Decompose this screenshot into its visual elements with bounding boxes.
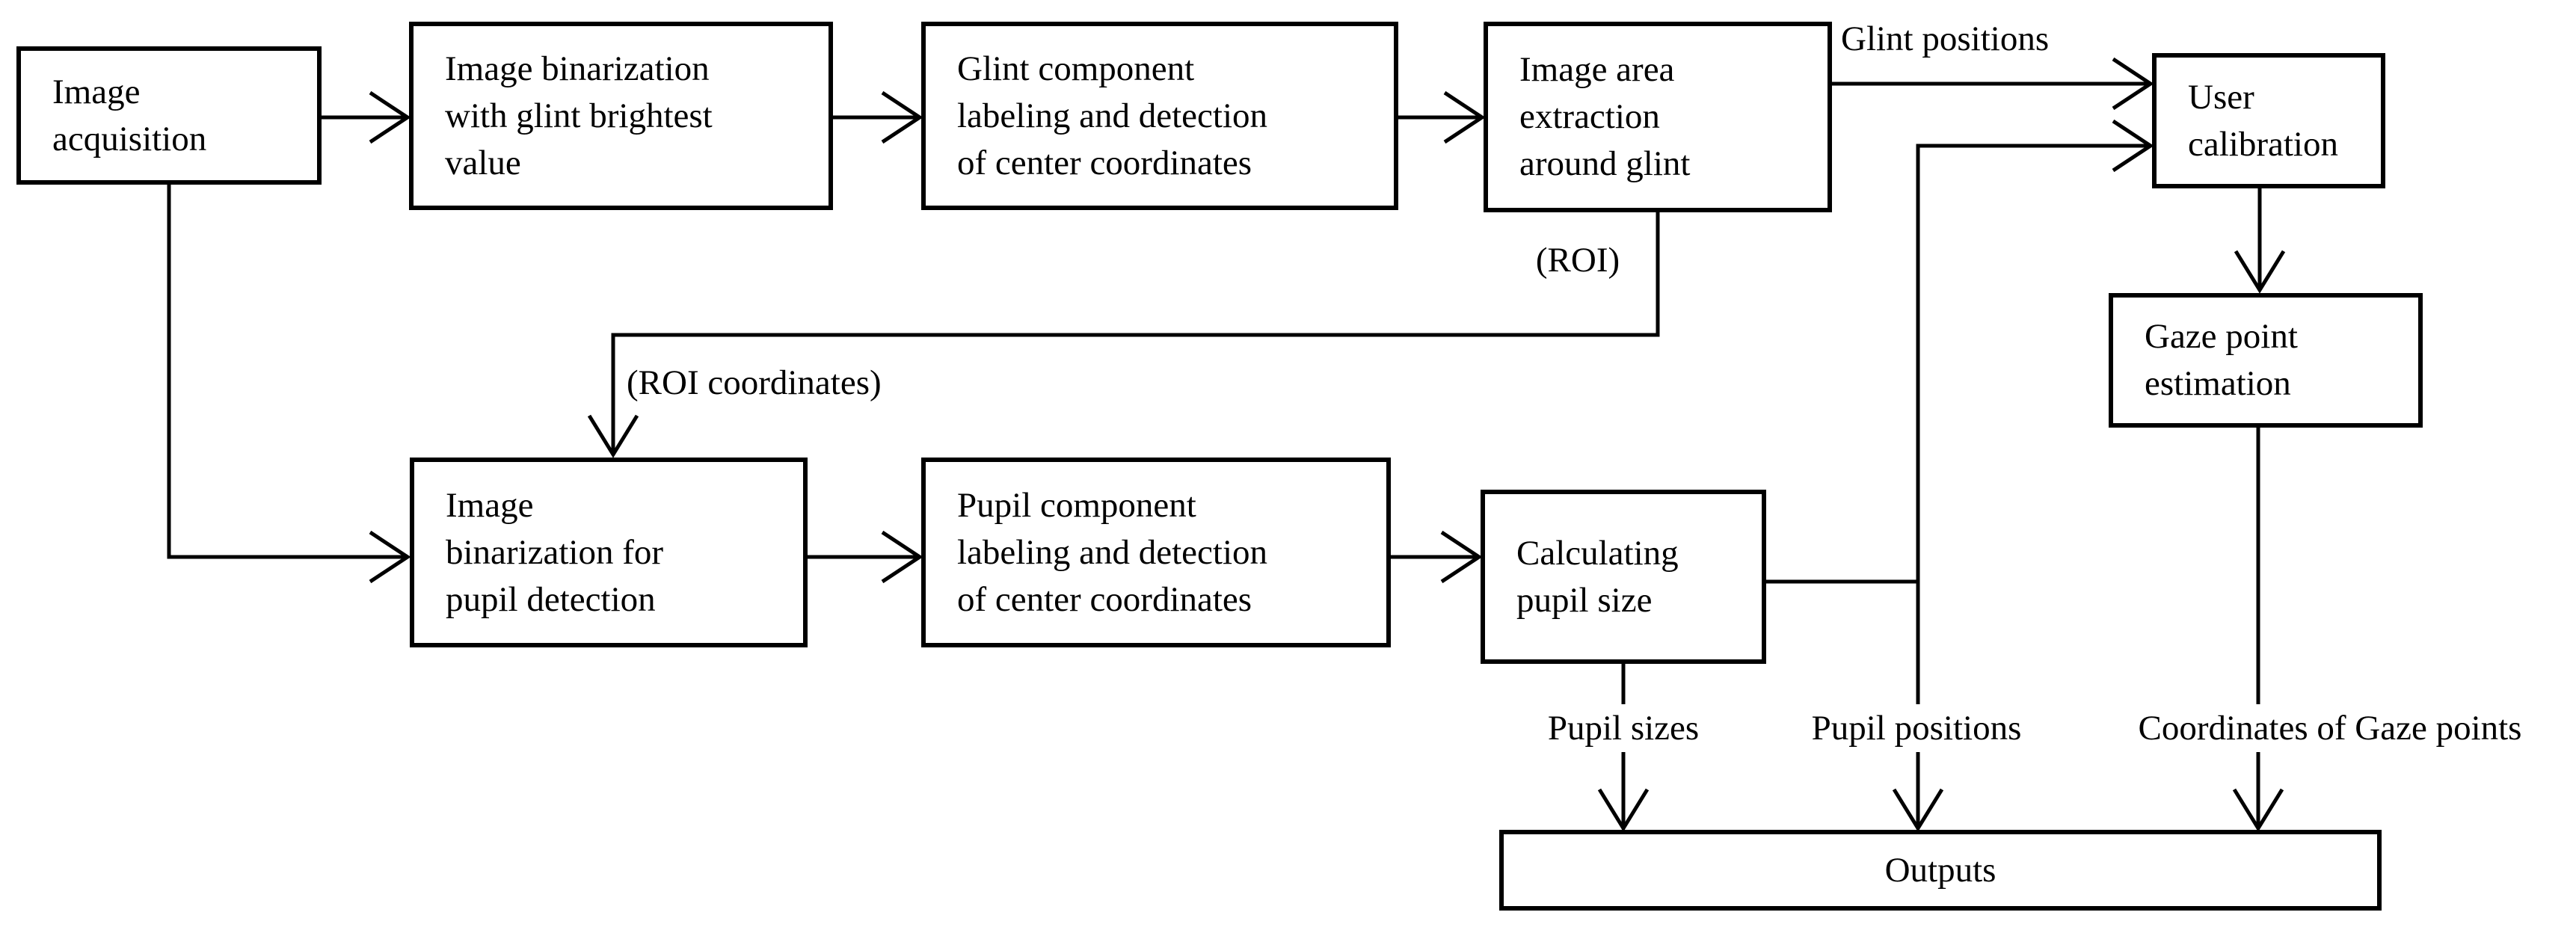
- node-image-acquisition: Image acquisition: [16, 46, 322, 185]
- arrowhead-pupil-positions-to-outputs: [1892, 788, 1944, 832]
- connector-acquisition-to-pupil-binarization: [167, 183, 406, 559]
- edge-label-roi-coordinates: (ROI coordinates): [627, 359, 882, 407]
- arrowhead-gaze-to-outputs: [2232, 788, 2284, 832]
- node-pupil-component-labeling-label: Pupil component labeling and detection o…: [957, 485, 1268, 619]
- node-outputs: Outputs: [1499, 830, 2382, 911]
- node-glint-component-labeling-label: Glint component labeling and detection o…: [957, 49, 1268, 182]
- node-user-calibration-label: User calibration: [2188, 77, 2338, 164]
- node-calculating-pupil-size: Calculating pupil size: [1481, 490, 1766, 664]
- node-glint-component-labeling: Glint component labeling and detection o…: [921, 22, 1398, 210]
- arrowhead-pupil-binarization-to-pupil-labeling: [881, 530, 923, 584]
- arrowhead-glint-labeling-to-area-extraction: [1443, 90, 1486, 144]
- arrowhead-glint-binarization-to-glint-labeling: [881, 90, 923, 144]
- node-image-area-extraction: Image area extraction around glint: [1484, 22, 1832, 212]
- arrowhead-roi-to-pupil-binarization: [587, 414, 639, 458]
- node-gaze-point-estimation-label: Gaze point estimation: [2145, 317, 2298, 403]
- arrowhead-pupil-sizes-to-outputs: [1597, 788, 1650, 832]
- edge-label-roi: (ROI): [1503, 236, 1653, 284]
- node-image-area-extraction-label: Image area extraction around glint: [1519, 50, 1691, 183]
- arrowhead-acquisition-to-glint-binarization: [369, 90, 411, 144]
- connector-pupil-positions-up: [1916, 144, 2149, 582]
- node-user-calibration: User calibration: [2152, 53, 2385, 188]
- node-image-binarization-glint: Image binarization with glint brightest …: [409, 22, 833, 210]
- edge-label-glint-positions: Glint positions: [1841, 15, 2050, 63]
- node-gaze-point-estimation: Gaze point estimation: [2109, 293, 2423, 428]
- arrowhead-glint-positions-to-user-calibration: [2112, 57, 2154, 111]
- arrowhead-pupil-labeling-to-calc-size: [1440, 530, 1483, 584]
- arrowhead-pupil-positions-to-user-calibration: [2112, 119, 2154, 173]
- node-image-binarization-glint-label: Image binarization with glint brightest …: [445, 49, 713, 182]
- node-image-binarization-pupil-label: Image binarization for pupil detection: [446, 485, 664, 619]
- node-outputs-label: Outputs: [1884, 850, 1996, 890]
- connector-roi-path: [611, 211, 1660, 453]
- node-image-binarization-pupil: Image binarization for pupil detection: [410, 458, 808, 647]
- node-pupil-component-labeling: Pupil component labeling and detection o…: [921, 458, 1391, 647]
- node-image-acquisition-label: Image acquisition: [52, 72, 207, 158]
- arrowhead-user-calibration-to-gaze: [2234, 250, 2286, 294]
- node-calculating-pupil-size-label: Calculating pupil size: [1516, 533, 1679, 620]
- edge-label-pupil-positions: Pupil positions: [1759, 704, 2074, 752]
- edge-label-pupil-sizes: Pupil sizes: [1511, 704, 1736, 752]
- edge-label-gaze-coordinates: Coordinates of Gaze points: [2094, 704, 2566, 752]
- arrowhead-acquisition-to-pupil-binarization: [369, 530, 411, 584]
